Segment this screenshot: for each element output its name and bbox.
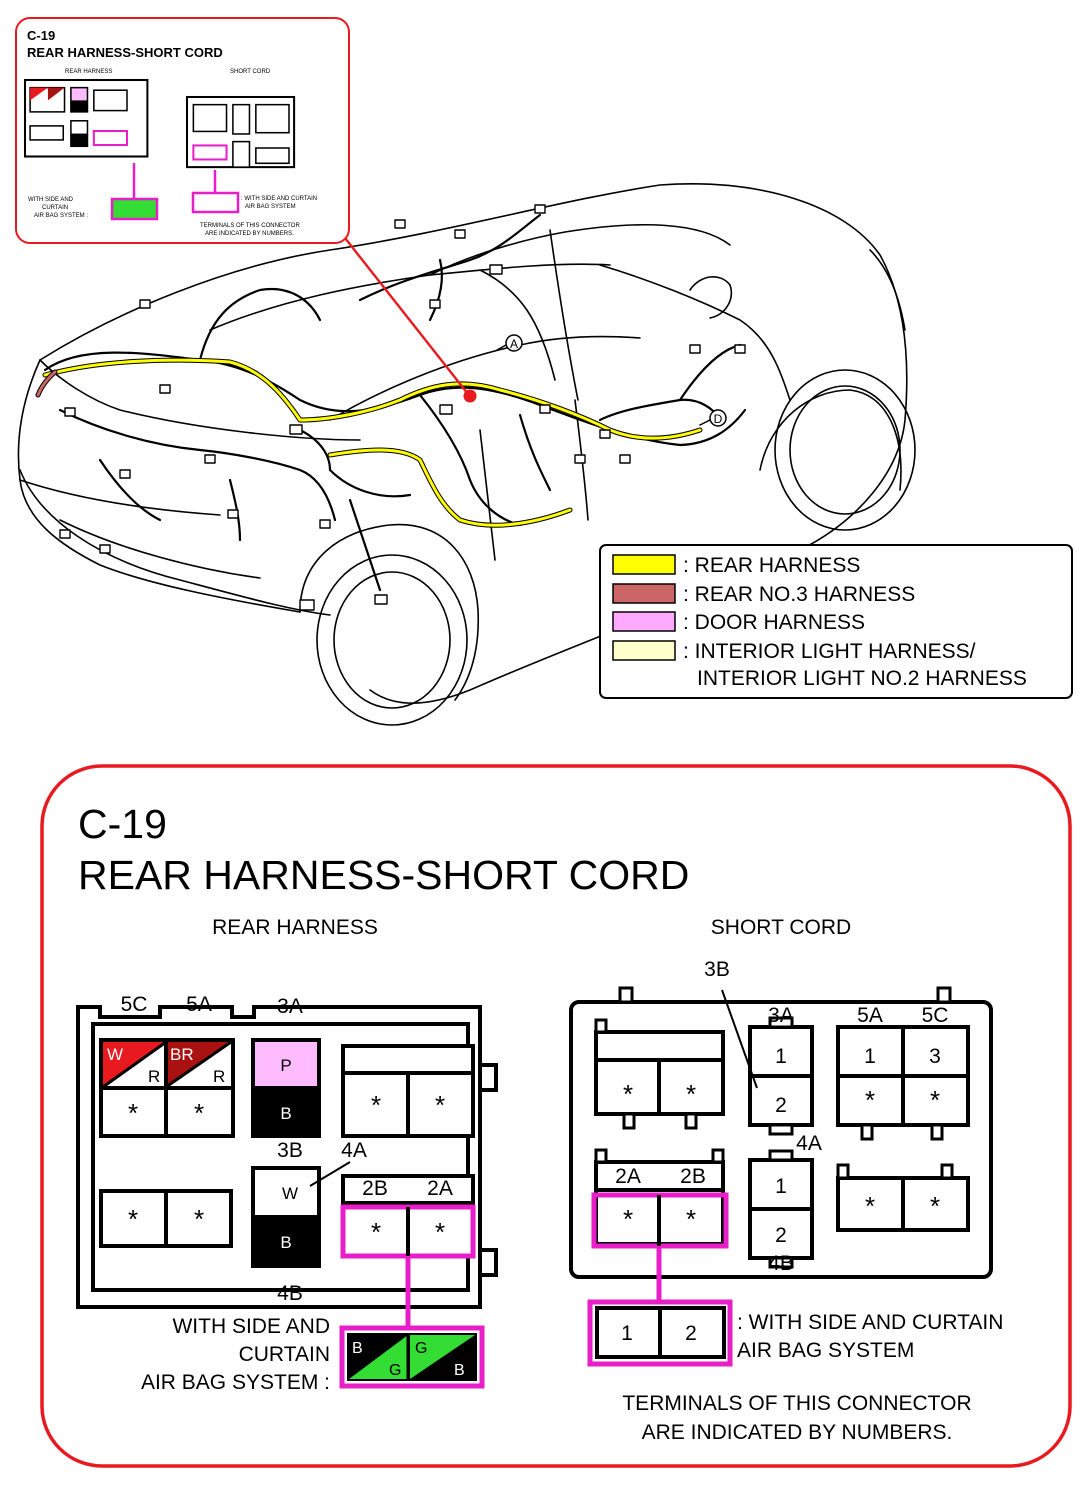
detail-title: REAR HARNESS-SHORT CORD bbox=[78, 852, 689, 898]
sc-star-1: * bbox=[623, 1079, 633, 1109]
sc-label-4a: 4A bbox=[796, 1132, 822, 1155]
rh-airbag-b2: B bbox=[454, 1362, 465, 1379]
sc-label-5a: 5A bbox=[857, 1004, 883, 1027]
legend-label-rear-no3: : REAR NO.3 HARNESS bbox=[683, 583, 915, 606]
rh-airbag-note1: WITH SIDE AND bbox=[172, 1315, 330, 1338]
inset-code: C-19 bbox=[27, 28, 55, 43]
detail-code: C-19 bbox=[78, 801, 167, 847]
rh-label-3a: 3A bbox=[277, 995, 303, 1018]
sc-star-2: * bbox=[686, 1079, 696, 1109]
rh-wire-w-4a: W bbox=[282, 1184, 298, 1203]
legend: : REAR HARNESS : REAR NO.3 HARNESS : DOO… bbox=[599, 544, 1073, 699]
inset-box: C-19 REAR HARNESS-SHORT CORD REAR HARNES… bbox=[15, 17, 350, 244]
legend-label-door: : DOOR HARNESS bbox=[683, 611, 865, 634]
legend-label-interior2: INTERIOR LIGHT NO.2 HARNESS bbox=[697, 667, 1027, 690]
rh-label-4a: 4A bbox=[341, 1139, 367, 1162]
inset-airbag-line1: WITH SIDE AND bbox=[28, 197, 74, 203]
rh-star-left2: * bbox=[194, 1204, 204, 1234]
rh-airbag-note3: AIR BAG SYSTEM : bbox=[141, 1371, 330, 1394]
sc-label-2a: 2A bbox=[615, 1165, 641, 1188]
legend-swatch-rear bbox=[612, 554, 676, 575]
rh-wire-br: BR bbox=[170, 1045, 194, 1064]
rh-airbag-note2: CURTAIN bbox=[239, 1343, 330, 1366]
sc-airbag-terminal-1: 1 bbox=[621, 1322, 633, 1345]
marker-d: D bbox=[714, 412, 723, 426]
sc-star-3: * bbox=[865, 1085, 875, 1115]
rh-star-5a: * bbox=[194, 1098, 204, 1128]
sc-5a-terminal-1: 1 bbox=[864, 1045, 876, 1068]
sc-3b-terminal-2: 2 bbox=[775, 1094, 787, 1117]
inset-terminals2: ARE INDICATED BY NUMBERS. bbox=[205, 231, 294, 237]
inset-airbag-right1: : WITH SIDE AND CURTAIN bbox=[241, 196, 317, 202]
sc-airbag-terminal-2: 2 bbox=[685, 1322, 697, 1345]
rh-star-5c: * bbox=[128, 1098, 138, 1128]
sc-terminals-note2: ARE INDICATED BY NUMBERS. bbox=[642, 1421, 953, 1444]
rh-star-left1: * bbox=[128, 1204, 138, 1234]
sc-terminals-note1: TERMINALS OF THIS CONNECTOR bbox=[622, 1392, 971, 1415]
rh-star-top2: * bbox=[435, 1090, 445, 1120]
inset-airbag-right2: AIR BAG SYSTEM bbox=[245, 204, 296, 210]
legend-label-rear: : REAR HARNESS bbox=[683, 554, 860, 577]
car-illustration bbox=[17, 183, 916, 726]
sc-4b-terminal-2: 2 bbox=[775, 1224, 787, 1247]
rh-wire-b-4b: B bbox=[280, 1233, 291, 1252]
sc-3a-terminal-1: 1 bbox=[775, 1045, 787, 1068]
sc-4a-terminal-1: 1 bbox=[775, 1175, 787, 1198]
inset-airbag-line2: CURTAIN bbox=[42, 205, 68, 211]
marker-a: A bbox=[510, 337, 518, 351]
legend-swatch-interior bbox=[612, 640, 676, 661]
inset-right-label: SHORT CORD bbox=[230, 69, 271, 75]
inset-short-cord bbox=[185, 95, 296, 169]
sc-star-4: * bbox=[930, 1085, 940, 1115]
inset-terminals1: TERMINALS OF THIS CONNECTOR bbox=[200, 223, 300, 229]
rear-harness-connector bbox=[76, 1005, 498, 1309]
rh-label-3b: 3B bbox=[277, 1139, 303, 1162]
short-cord-heading: SHORT CORD bbox=[711, 916, 851, 939]
sc-star-6: * bbox=[930, 1191, 940, 1221]
sc-airbag-note1: : WITH SIDE AND CURTAIN bbox=[737, 1311, 1003, 1334]
inset-left-label: REAR HARNESS bbox=[65, 69, 112, 75]
inset-airbag-line3: AIR BAG SYSTEM : bbox=[34, 213, 88, 219]
sc-label-2b: 2B bbox=[680, 1165, 706, 1188]
legend-label-interior: : INTERIOR LIGHT HARNESS/ bbox=[683, 640, 976, 663]
rh-wire-w: W bbox=[107, 1045, 123, 1064]
rh-airbag-g2: G bbox=[415, 1340, 427, 1357]
rh-wire-p: P bbox=[280, 1056, 291, 1075]
rh-label-5c: 5C bbox=[121, 993, 148, 1016]
rear-harness-airbag-connector bbox=[339, 1325, 485, 1389]
leader-line bbox=[344, 237, 469, 395]
inset-title: REAR HARNESS-SHORT CORD bbox=[27, 45, 223, 60]
sc-star-2a: * bbox=[623, 1204, 633, 1234]
rh-airbag-g1: G bbox=[389, 1362, 401, 1379]
sc-5c-terminal-3: 3 bbox=[929, 1045, 941, 1068]
rh-airbag-b1: B bbox=[352, 1340, 363, 1357]
rh-label-5a: 5A bbox=[186, 993, 212, 1016]
sc-star-5: * bbox=[865, 1191, 875, 1221]
rh-wire-r1: R bbox=[148, 1067, 160, 1086]
legend-swatch-door bbox=[612, 611, 676, 632]
sc-label-4b: 4B bbox=[768, 1252, 794, 1275]
rh-star-2a: * bbox=[435, 1217, 445, 1247]
rh-label-2b: 2B bbox=[362, 1177, 388, 1200]
sc-label-3a: 3A bbox=[768, 1004, 794, 1027]
sc-label-5c: 5C bbox=[922, 1004, 949, 1027]
rh-wire-b-3b: B bbox=[280, 1104, 291, 1123]
rh-label-4b: 4B bbox=[277, 1282, 303, 1305]
rh-wire-r2: R bbox=[213, 1067, 225, 1086]
rh-star-2b: * bbox=[371, 1217, 381, 1247]
legend-swatch-rear-no3 bbox=[612, 583, 676, 604]
sc-airbag-note2: AIR BAG SYSTEM bbox=[737, 1339, 914, 1362]
rh-star-top1: * bbox=[371, 1090, 381, 1120]
wiring-harness bbox=[35, 204, 747, 611]
sc-label-3b: 3B bbox=[704, 958, 730, 981]
rear-harness-heading: REAR HARNESS bbox=[212, 916, 378, 939]
short-cord-airbag-connector bbox=[587, 1299, 733, 1367]
rh-label-2a: 2A bbox=[427, 1177, 453, 1200]
inset-rear-harness bbox=[23, 78, 149, 158]
sc-star-2b: * bbox=[686, 1204, 696, 1234]
